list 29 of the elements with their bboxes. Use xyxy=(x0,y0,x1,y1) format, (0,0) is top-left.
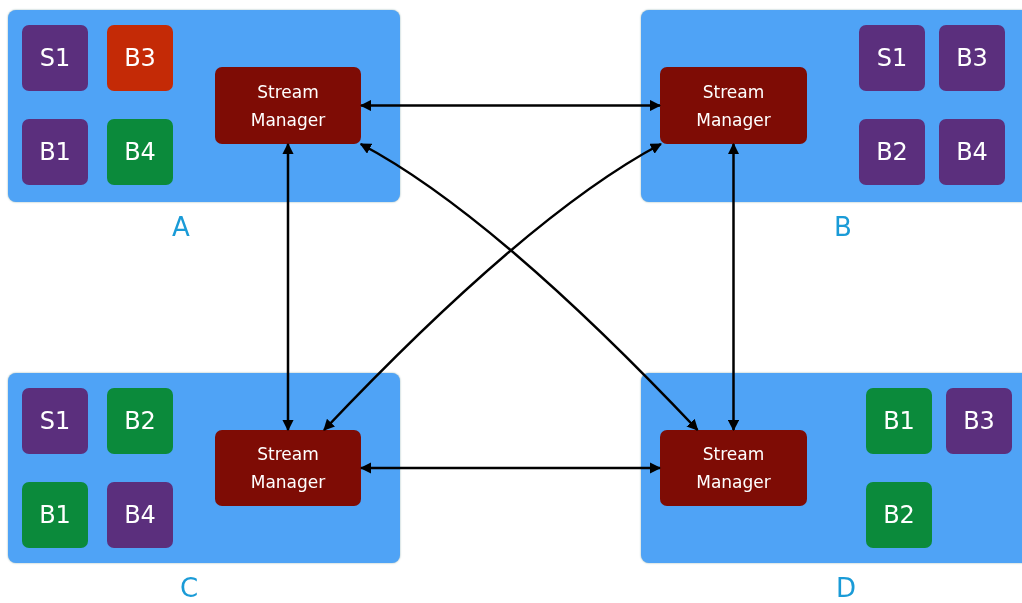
host-label: C xyxy=(180,573,199,603)
bolt-box: B1 xyxy=(22,119,88,185)
bolt-box: S1 xyxy=(859,25,925,91)
bolt-box: B1 xyxy=(22,482,88,548)
bolt-box: B1 xyxy=(866,388,932,454)
connection-arrow xyxy=(359,462,662,474)
bolt-box: B3 xyxy=(946,388,1012,454)
connection-arrow xyxy=(323,142,662,431)
connection-arrow xyxy=(727,142,740,432)
stream-manager-box: Stream Manager xyxy=(215,430,361,506)
bolt-box: B4 xyxy=(939,119,1005,185)
bolt-box: B4 xyxy=(107,119,173,185)
bolt-box: S1 xyxy=(22,388,88,454)
bolt-box: B3 xyxy=(939,25,1005,91)
bolt-box: B4 xyxy=(107,482,173,548)
host-label: B xyxy=(834,212,852,242)
bolt-box: S1 xyxy=(22,25,88,91)
bolt-box: B3 xyxy=(107,25,173,91)
bolt-box: B2 xyxy=(859,119,925,185)
connection-arrow xyxy=(359,142,699,431)
connection-arrow xyxy=(282,142,294,432)
stream-manager-box: Stream Manager xyxy=(215,67,361,144)
connection-arrow xyxy=(359,99,662,112)
bolt-box: B2 xyxy=(866,482,932,548)
bolt-box: B2 xyxy=(107,388,173,454)
stream-manager-box: Stream Manager xyxy=(660,67,807,144)
stream-manager-box: Stream Manager xyxy=(660,430,807,506)
host-label: A xyxy=(172,212,190,242)
host-label: D xyxy=(836,573,857,603)
